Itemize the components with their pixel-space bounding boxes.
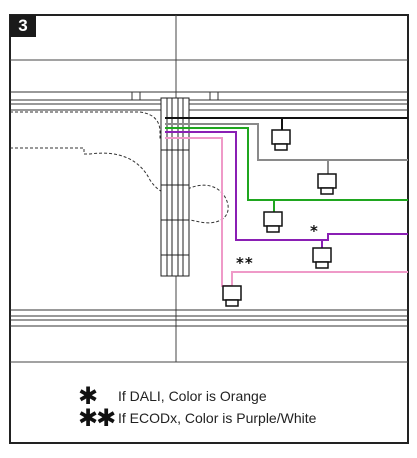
legend-item-dali: ✱ If DALI, Color is Orange	[78, 382, 267, 410]
bottom-rail	[10, 309, 408, 327]
legend-text-ecodx: If ECODx, Color is Purple/White	[118, 410, 317, 426]
outer-frame	[9, 14, 409, 444]
connector-pink	[222, 285, 242, 307]
ecodx-marker: **	[236, 254, 254, 272]
double-asterisk-icon: ✱✱	[78, 404, 116, 432]
purple-wire	[165, 131, 408, 241]
dashed-housing-upper	[10, 111, 161, 140]
legend-item-ecodx: ✱✱ If ECODx, Color is Purple/White	[78, 404, 317, 432]
step-number-badge: 3	[10, 15, 36, 37]
dali-marker: *	[310, 222, 318, 240]
top-rail	[10, 91, 408, 111]
single-asterisk-icon: ✱	[78, 382, 98, 410]
connector-gray	[317, 173, 337, 195]
green-wire	[165, 127, 408, 201]
legend-text-dali: If DALI, Color is Orange	[118, 388, 267, 404]
gray-wire	[165, 123, 408, 161]
connector-green	[263, 211, 283, 233]
connector-black	[271, 129, 291, 151]
dashed-housing-outline	[10, 147, 229, 224]
connector-purple	[312, 247, 332, 269]
